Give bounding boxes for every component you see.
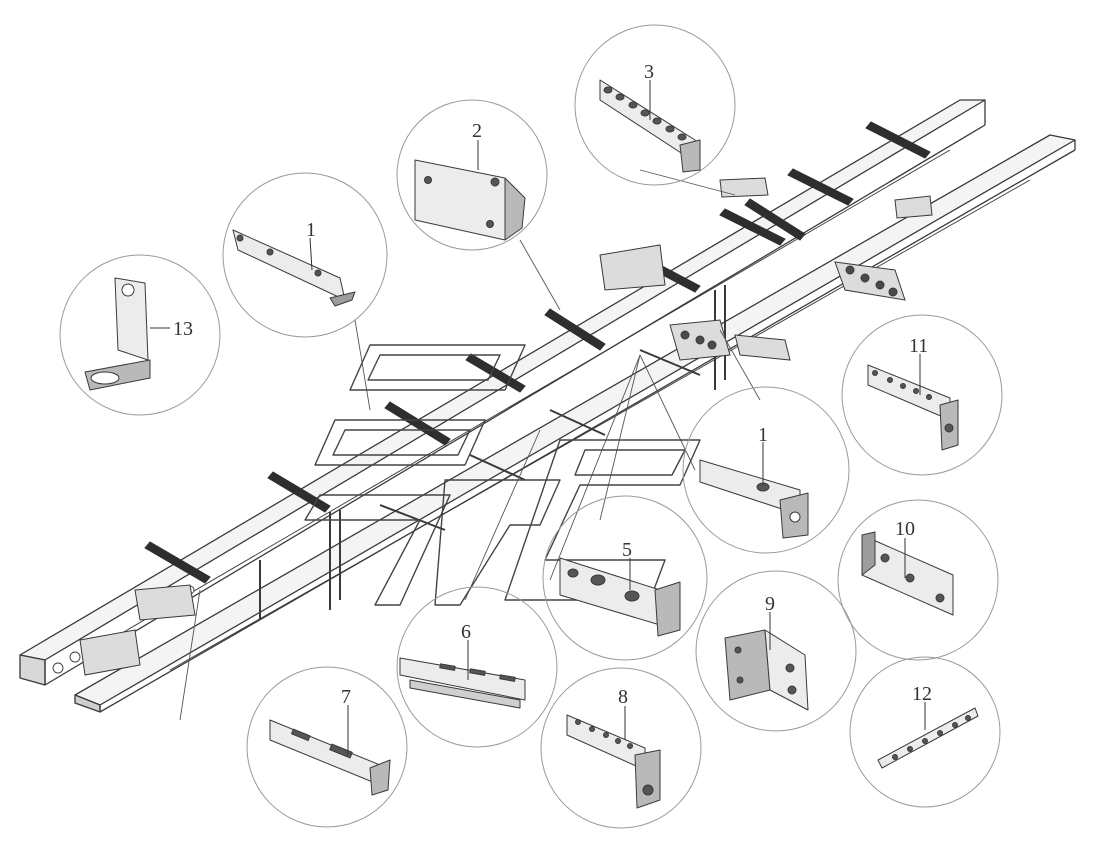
callout-label-1b: 1: [758, 424, 768, 446]
part-13-bracket: [84, 277, 151, 391]
part-9-bracket: [724, 629, 809, 711]
parts: [84, 79, 979, 809]
callout-label-8: 8: [618, 686, 628, 708]
callout-circle-7: [246, 666, 408, 828]
part-5-bracket: [559, 557, 681, 637]
callout-circle-8: [540, 667, 702, 829]
callout-circle-2: [396, 99, 548, 251]
part-3-strip: [599, 79, 701, 173]
callout-circle-1b: [682, 386, 850, 554]
callout-circle-5: [542, 495, 708, 661]
callout-label-10: 10: [895, 518, 915, 540]
callout-circle-13: [59, 254, 221, 416]
callout-circle-12: [849, 656, 1001, 808]
callout-circles: [59, 24, 1003, 829]
callout-label-9: 9: [765, 593, 775, 615]
callout-circle-1a: [222, 172, 388, 338]
right-frame-rail: [74, 134, 1076, 706]
callout-circle-3: [574, 24, 736, 186]
callout-circle-6: [396, 586, 558, 748]
callout-circle-9: [695, 570, 857, 732]
callout-label-11: 11: [909, 335, 928, 357]
part-10-bracket: [861, 531, 954, 616]
callout-label-12: 12: [912, 683, 932, 705]
callout-circle-11: [841, 314, 1003, 476]
part-2-bracket: [414, 159, 526, 241]
callout-label-1a: 1: [306, 219, 316, 241]
part-1a-bracket: [232, 229, 356, 307]
leader-lines: [179, 169, 761, 721]
callout-labels: 1 2 3 13 11 1 10 5 9 6 8 12 7: [173, 61, 932, 708]
part-8-bracket: [566, 714, 661, 809]
callout-label-7: 7: [341, 686, 351, 708]
callout-label-13: 13: [173, 318, 193, 340]
callout-label-5: 5: [622, 539, 632, 561]
cross-members: [144, 121, 931, 584]
part-7-bracket: [269, 719, 391, 796]
part-12-strip: [877, 707, 979, 769]
callout-label-2: 2: [472, 120, 482, 142]
part-11-bracket: [867, 364, 959, 451]
part-1b-bracket: [699, 459, 809, 539]
callout-label-3: 3: [644, 61, 654, 83]
callout-circle-10: [837, 499, 999, 661]
callout-label-6: 6: [461, 621, 471, 643]
frame-brackets: [79, 177, 933, 676]
part-6-strip: [399, 657, 526, 709]
